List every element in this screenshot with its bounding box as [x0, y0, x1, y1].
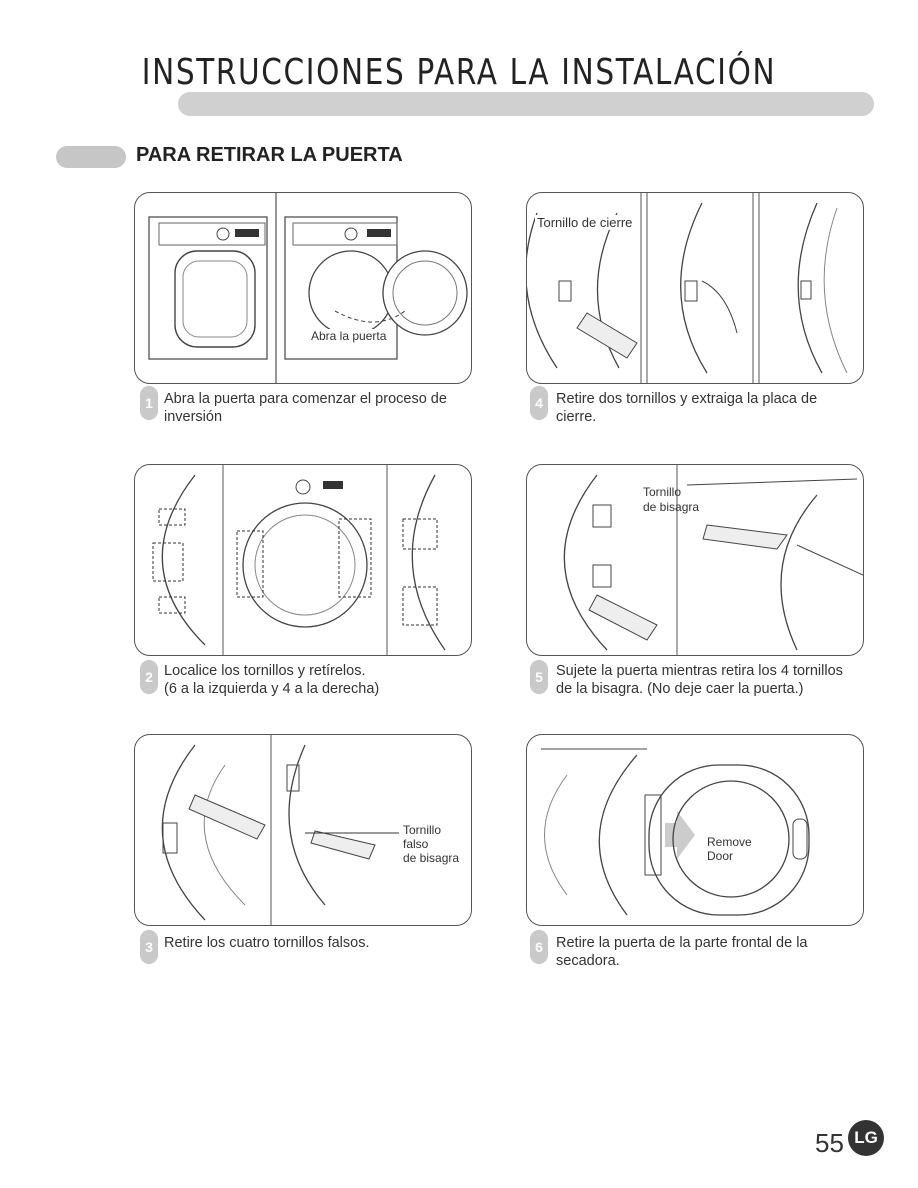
door-removal-drawing: [541, 748, 810, 916]
latch-screw-callout: Tornillo de cierre: [535, 215, 635, 230]
page-number: 55: [815, 1128, 844, 1158]
page-title: INSTRUCCIONES PARA LA INSTALACIÓN: [141, 52, 777, 93]
step-1-illustration: Abra la puerta: [134, 192, 472, 384]
step-2-text: Localice los tornillos y retírelos. (6 a…: [164, 662, 379, 698]
step-4-badge: 4: [530, 386, 548, 420]
step-5-illustration: Tornillo de bisagra: [526, 464, 864, 656]
step-6-line-2: secadora.: [556, 953, 620, 969]
latch-plate-removal-drawing: [527, 193, 848, 383]
step-4-line-2: cierre.: [556, 409, 597, 425]
dryer-closed-and-open-drawing: [148, 193, 468, 383]
remove-door-callout-line-1: Remove: [707, 835, 752, 849]
step-6-line-1: Retire la puerta de la parte frontal de …: [556, 935, 808, 951]
open-door-callout: Abra la puerta: [309, 329, 389, 344]
step-5-line-2: de la bisagra. (No deje caer la puerta.): [556, 681, 804, 697]
step-4-text: Retire dos tornillos y extraiga la placa…: [556, 390, 817, 426]
step-6-badge: 6: [530, 930, 548, 964]
fake-screws-removal-drawing: [161, 735, 399, 925]
step-3-badge: 3: [140, 930, 158, 964]
step-5-line-1: Sujete la puerta mientras retira los 4 t…: [556, 663, 843, 679]
hinge-screw-callout-line-2: de bisagra: [643, 500, 700, 514]
lg-logo: LG: [848, 1120, 884, 1156]
step-5-badge: 5: [530, 660, 548, 694]
fake-screw-callout-line-3: de bisagra: [403, 851, 460, 865]
step-4-line-1: Retire dos tornillos y extraiga la placa…: [556, 391, 818, 407]
step-4-illustration: Tornillo de cierre: [526, 192, 864, 384]
step-2-illustration: [134, 464, 472, 656]
section-title: PARA RETIRAR LA PUERTA: [136, 144, 403, 166]
fake-screw-callout-line-1: Tornillo: [403, 823, 442, 837]
remove-door-callout-line-2: Door: [707, 849, 734, 863]
title-underline-bar: [178, 92, 874, 116]
step-2-badge: 2: [140, 660, 158, 694]
step-2-line-2: (6 a la izquierda y 4 a la derecha): [164, 681, 380, 697]
step-1-line-2: inversión: [164, 409, 223, 425]
hinge-screw-callout-line-1: Tornillo: [643, 485, 682, 499]
step-6-illustration: Remove Door: [526, 734, 864, 926]
hinge-screws-removal-drawing: [563, 465, 863, 655]
step-1-text: Abra la puerta para comenzar el proceso …: [164, 390, 447, 426]
step-2-line-1: Localice los tornillos y retírelos.: [164, 663, 366, 679]
step-3-line-1: Retire los cuatro tornillos falsos.: [164, 935, 370, 951]
locate-screws-drawing: [152, 465, 446, 655]
step-1-line-1: Abra la puerta para comenzar el proceso …: [164, 391, 447, 407]
step-6-text: Retire la puerta de la parte frontal de …: [556, 934, 807, 970]
step-5-text: Sujete la puerta mientras retira los 4 t…: [556, 662, 843, 698]
section-marker: [56, 146, 126, 168]
step-3-text: Retire los cuatro tornillos falsos.: [164, 934, 370, 952]
step-3-illustration: Tornillo falso de bisagra: [134, 734, 472, 926]
fake-screw-callout-line-2: falso: [403, 837, 429, 851]
step-1-badge: 1: [140, 386, 158, 420]
